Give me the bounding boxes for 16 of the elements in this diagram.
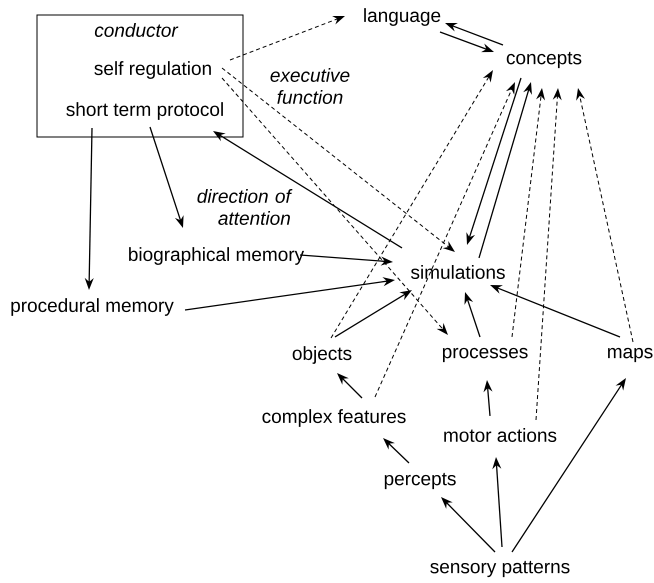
concept-label: complex features bbox=[262, 409, 406, 427]
concept-label: self regulation bbox=[94, 61, 211, 79]
annotation-label: direction of attention bbox=[197, 189, 292, 225]
concept-label: objects bbox=[292, 346, 352, 364]
concept-label: maps bbox=[608, 348, 653, 362]
concept-label: motor actions bbox=[444, 428, 556, 442]
concept-label: short term protocol bbox=[66, 102, 223, 120]
concept-label: concepts bbox=[506, 52, 582, 68]
concept-label: simulations bbox=[411, 265, 505, 279]
concept-label: percepts bbox=[384, 472, 456, 490]
concept-label: biographical memory bbox=[129, 247, 304, 265]
concept-label: procedural memory bbox=[11, 298, 174, 316]
annotation-label: executive function bbox=[270, 68, 350, 104]
concept-label: language bbox=[364, 8, 440, 26]
concept-label: sensory patterns bbox=[430, 560, 570, 578]
concept-label: processes bbox=[442, 348, 528, 362]
